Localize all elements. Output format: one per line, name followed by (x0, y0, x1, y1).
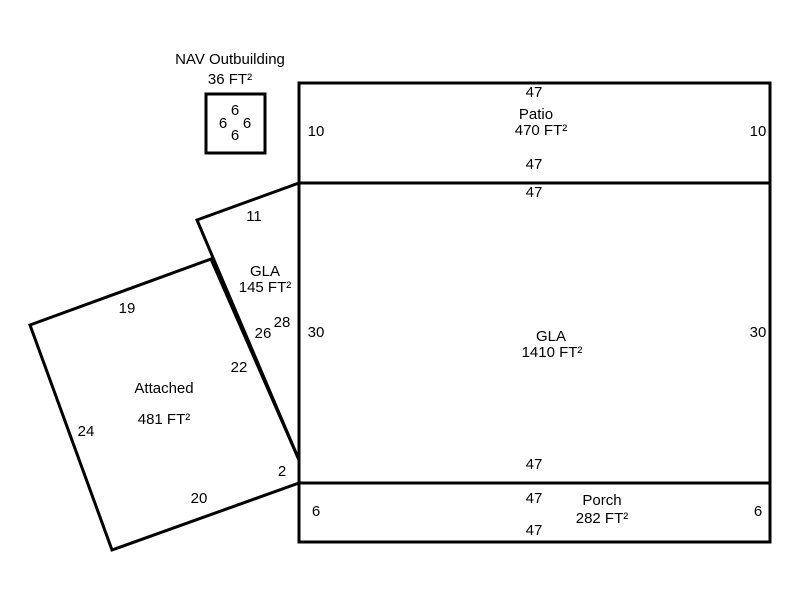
porch-shape (297, 481, 772, 544)
porch-label: Porch (582, 492, 621, 509)
porch-dim-bottom: 47 (526, 522, 543, 539)
attached-area: 481 FT² (138, 411, 191, 428)
gla-main-dim-top: 47 (526, 184, 543, 201)
patio-dim-bottom: 47 (526, 156, 543, 173)
patio-dim-top: 47 (526, 84, 543, 101)
gla-small-dim-right: 28 (274, 314, 291, 331)
outbuilding-shape (204, 92, 267, 155)
patio-dim-right: 10 (750, 123, 767, 140)
attached-dim-small: 2 (278, 463, 286, 480)
porch-area: 282 FT² (576, 510, 629, 527)
porch-dim-left: 6 (312, 503, 320, 520)
attached-dim-right: 22 (231, 359, 248, 376)
gla-small-dim-top: 11 (246, 208, 262, 225)
attached-dim-left: 24 (78, 423, 95, 440)
attached-dim-top: 19 (119, 300, 136, 317)
gla-main-dim-bottom: 47 (526, 456, 543, 473)
outbuilding-dim-right: 6 (243, 115, 251, 132)
gla-small-area: 145 FT² (239, 279, 292, 296)
attached-shape (28, 257, 301, 552)
gla-main-dim-right: 30 (750, 324, 767, 341)
porch-dim-right: 6 (754, 503, 762, 520)
outbuilding-dim-bottom: 6 (231, 127, 239, 144)
gla-small-dim-slant: 26 (255, 325, 272, 342)
patio-dim-left: 10 (308, 123, 325, 140)
outbuilding-label: NAV Outbuilding (175, 51, 285, 68)
outbuilding-area: 36 FT² (208, 71, 252, 88)
outbuilding-dim-left: 6 (219, 115, 227, 132)
attached-dim-bottom: 20 (191, 490, 208, 507)
gla-main-label: GLA (536, 328, 566, 345)
gla-main-shape (297, 181, 772, 485)
gla-small-label: GLA (250, 263, 280, 280)
outbuilding-dim-top: 6 (231, 102, 239, 119)
attached-label: Attached (134, 380, 193, 397)
porch-dim-top: 47 (526, 490, 543, 507)
gla-main-dim-left: 30 (308, 324, 325, 341)
gla-main-area: 1410 FT² (522, 344, 583, 361)
patio-area: 470 FT² (515, 122, 568, 139)
patio-label: Patio (519, 106, 553, 123)
